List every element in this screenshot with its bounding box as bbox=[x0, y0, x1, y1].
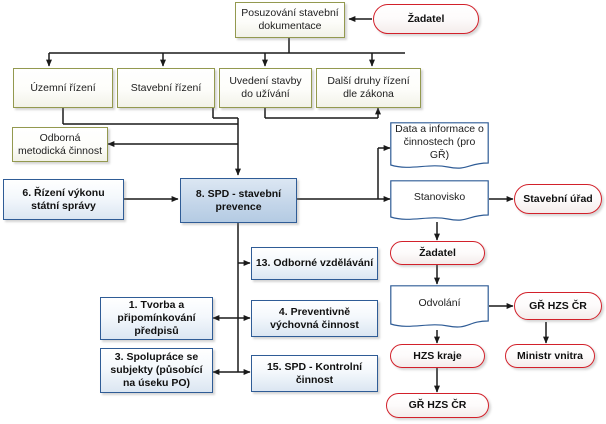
node-odborna-metodicka-cinnost[interactable]: Odborná metodická činnost bbox=[12, 127, 108, 162]
node-tvorba-a-pripominkovani-predpisu[interactable]: 1. Tvorba a připomínkování předpisů bbox=[100, 297, 213, 340]
node-label: Ministr vnitra bbox=[517, 349, 583, 362]
node-label: Stanovisko bbox=[413, 191, 466, 204]
node-label: Uvedení stavby do užívání bbox=[229, 75, 302, 100]
node-label: Žadatel bbox=[407, 12, 445, 25]
node-label: Žadatel bbox=[419, 246, 456, 259]
node-label: Odborná metodická činnost bbox=[17, 131, 103, 157]
node-dalsi-druhy-rizeni[interactable]: Další druhy řízení dle zákona bbox=[316, 68, 421, 108]
node-spd-kontrolni-cinnost[interactable]: 15. SPD - Kontrolní činnost bbox=[251, 355, 378, 392]
node-hzs-kraje[interactable]: HZS kraje bbox=[390, 344, 485, 368]
node-gr-hzs-cr-right[interactable]: GŘ HZS ČR bbox=[514, 292, 602, 320]
node-uvedeni-stavby-do-uzivani[interactable]: Uvedení stavby do užívání bbox=[219, 68, 312, 108]
node-label: Územní řízení bbox=[30, 81, 96, 94]
node-stavebni-rizeni[interactable]: Stavební řízení bbox=[117, 68, 215, 108]
node-label: 15. SPD - Kontrolní činnost bbox=[266, 360, 363, 386]
node-zadatel-top[interactable]: Žadatel bbox=[373, 4, 479, 34]
node-label: 6. Řízení výkonu státní správy bbox=[22, 186, 105, 212]
node-label: Další druhy řízení dle zákona bbox=[327, 75, 410, 100]
node-preventivne-vychovna-cinnost[interactable]: 4. Preventivně výchovná činnost bbox=[251, 300, 378, 337]
node-label: Posuzování stavební dokumentace bbox=[241, 7, 339, 32]
node-odborne-vzdelavani[interactable]: 13. Odborné vzdělávání bbox=[251, 247, 378, 280]
node-posuzovani-stavebni-dokumentace[interactable]: Posuzování stavební dokumentace bbox=[235, 2, 345, 38]
document-shape-icon bbox=[390, 285, 489, 328]
node-label: GŘ HZS ČR bbox=[529, 299, 587, 312]
node-stanovisko[interactable]: Stanovisko bbox=[390, 180, 489, 224]
node-data-a-informace[interactable]: Data a informace o činnostech (pro GŘ) bbox=[390, 122, 489, 172]
node-spoluprace-se-subjekty[interactable]: 3. Spolupráce se subjekty (působící na ú… bbox=[100, 348, 213, 393]
node-label: GŘ HZS ČR bbox=[408, 399, 467, 412]
document-shape-icon bbox=[390, 180, 489, 221]
node-odvolani[interactable]: Odvolání bbox=[390, 285, 489, 331]
node-label: 1. Tvorba a připomínkování předpisů bbox=[117, 299, 196, 337]
node-spd-stavebni-prevence[interactable]: 8. SPD - stavební prevence bbox=[180, 178, 297, 223]
node-zadatel-mid[interactable]: Žadatel bbox=[390, 241, 485, 265]
node-label: Odvolání bbox=[418, 297, 461, 310]
node-stavebni-urad[interactable]: Stavební úřad bbox=[514, 184, 602, 214]
node-gr-hzs-cr-bottom[interactable]: GŘ HZS ČR bbox=[386, 393, 489, 418]
node-label: 4. Preventivně výchovná činnost bbox=[270, 305, 359, 331]
node-uzemni-rizeni[interactable]: Územní řízení bbox=[13, 68, 113, 108]
node-label: 8. SPD - stavební prevence bbox=[195, 187, 282, 213]
node-label: Data a informace o činnostech (pro GŘ) bbox=[395, 123, 484, 161]
node-rizeni-vykonu-statni-spravy[interactable]: 6. Řízení výkonu státní správy bbox=[3, 179, 124, 220]
node-label: 13. Odborné vzdělávání bbox=[255, 257, 374, 270]
document-shape-icon bbox=[390, 122, 489, 169]
node-label: HZS kraje bbox=[413, 349, 462, 362]
node-label: 3. Spolupráce se subjekty (působící na ú… bbox=[110, 351, 203, 389]
node-ministr-vnitra[interactable]: Ministr vnitra bbox=[505, 344, 595, 368]
node-label: Stavební řízení bbox=[130, 81, 202, 94]
node-label: Stavební úřad bbox=[523, 192, 593, 205]
